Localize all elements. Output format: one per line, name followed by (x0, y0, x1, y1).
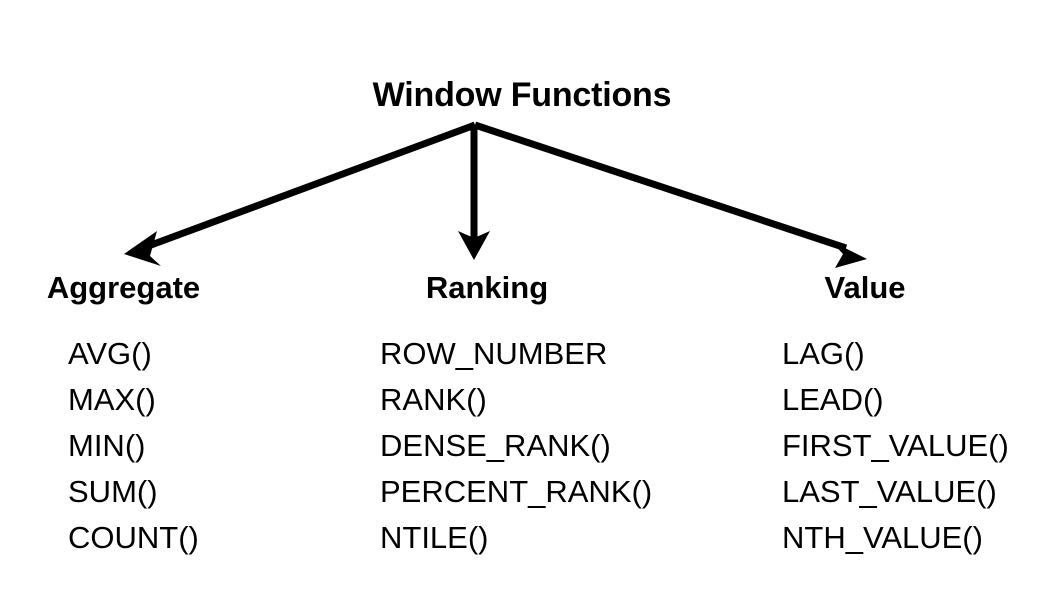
function-list-value: LAG() LEAD() FIRST_VALUE() LAST_VALUE() … (740, 331, 1040, 561)
function-list-ranking: ROW_NUMBER RANK() DENSE_RANK() PERCENT_R… (350, 331, 653, 561)
page-title: Window Functions (372, 76, 672, 114)
list-item: COUNT() (68, 520, 199, 555)
arrow-to-aggregate-icon (124, 121, 477, 266)
list-item: NTH_VALUE() (782, 520, 983, 555)
arrow-to-value-icon (473, 121, 867, 268)
branch-ranking: Ranking ROW_NUMBER RANK() DENSE_RANK() P… (350, 272, 653, 561)
list-item: SUM() (68, 474, 158, 509)
list-item: MIN() (68, 428, 146, 463)
list-item: DENSE_RANK() (380, 428, 611, 463)
list-item: LEAD() (782, 382, 884, 417)
branch-header-aggregate: Aggregate (46, 270, 201, 305)
list-item: LAST_VALUE() (782, 474, 997, 509)
branch-header-value: Value (824, 270, 906, 305)
list-item: MAX() (68, 382, 156, 417)
arrow-to-ranking-icon (458, 125, 490, 260)
list-item: AVG() (68, 336, 152, 371)
list-item: PERCENT_RANK() (380, 474, 653, 509)
function-list-aggregate: AVG() MAX() MIN() SUM() COUNT() (0, 331, 248, 561)
list-item: LAG() (782, 336, 865, 371)
branch-header-ranking: Ranking (425, 270, 549, 305)
branch-aggregate: Aggregate AVG() MAX() MIN() SUM() COUNT(… (0, 272, 248, 561)
list-item: ROW_NUMBER (380, 336, 608, 371)
list-item: RANK() (380, 382, 487, 417)
list-item: NTILE() (380, 520, 489, 555)
branch-value: Value LAG() LEAD() FIRST_VALUE() LAST_VA… (740, 272, 1040, 561)
list-item: FIRST_VALUE() (782, 428, 1009, 463)
